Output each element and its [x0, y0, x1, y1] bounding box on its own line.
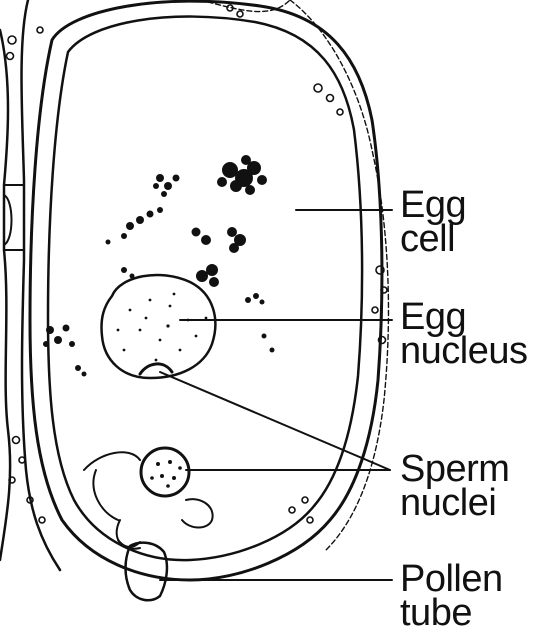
- egg-nucleus: [100, 273, 217, 380]
- sperm-nucleus-free: [139, 446, 191, 498]
- label-egg-nucleus-line2: nucleus: [400, 330, 528, 372]
- label-pollen-tube-line2: tube: [400, 592, 472, 634]
- label-sperm-nuclei-line2: nuclei: [400, 482, 497, 524]
- label-pollen-tube: Pollen tube: [400, 558, 503, 634]
- label-sperm-nuclei-line1: Sperm: [400, 448, 510, 490]
- synergid-right: [181, 498, 214, 529]
- label-egg-nucleus-line1: Egg: [400, 296, 467, 338]
- pollen-tube-entry: [117, 539, 141, 548]
- left-wall-inner: [20, 0, 62, 572]
- leader-sperm-nuclei-a: [159, 371, 391, 471]
- sperm-nucleus-fused: [138, 362, 174, 376]
- synergid-left: [83, 451, 141, 550]
- left-wall-notch: [3, 184, 25, 251]
- cytoplasm-granules: [43, 155, 275, 488]
- pollen-tube: [124, 541, 169, 602]
- left-vesicles: [5, 26, 46, 524]
- left-wall-outer: [0, 28, 12, 562]
- label-sperm-nuclei: Sperm nuclei: [400, 448, 510, 524]
- label-egg-nucleus: Egg nucleus: [400, 296, 528, 372]
- egg-cell-membrane: [46, 15, 364, 562]
- embryo-sac-outer: [28, 0, 384, 582]
- label-egg-cell: Egg cell: [400, 184, 467, 260]
- right-tissue-boundary: [289, 0, 390, 551]
- label-egg-cell-line2: cell: [400, 218, 456, 260]
- label-egg-cell-line1: Egg: [400, 184, 467, 226]
- label-pollen-tube-line1: Pollen: [400, 558, 503, 600]
- top-tissue-boundary: [199, 0, 291, 13]
- right-vesicles: [226, 4, 388, 524]
